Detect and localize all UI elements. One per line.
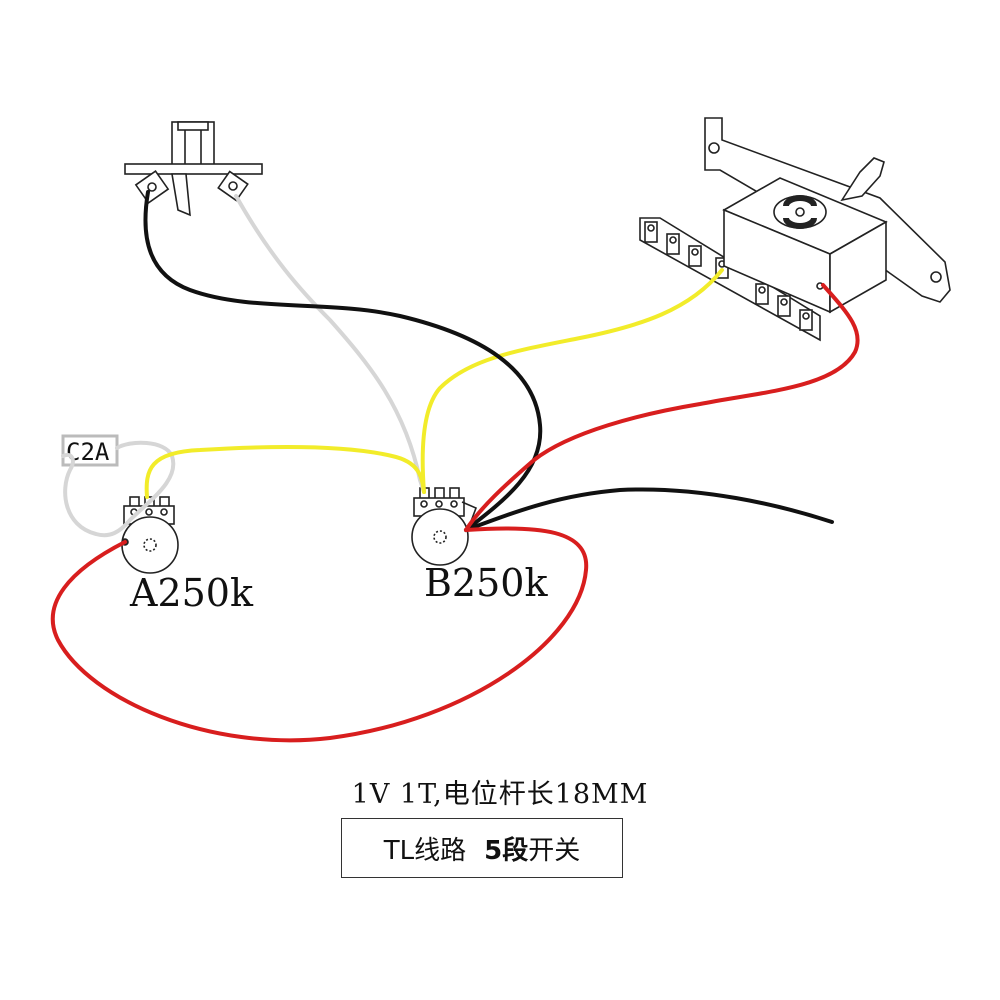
- title-box-part3: 开关: [528, 835, 581, 866]
- pot-a: [121, 496, 179, 574]
- title-box: TL线路 5段 开关: [341, 818, 623, 878]
- red-wire-loop: [50, 526, 589, 743]
- black-wire-jack: [143, 190, 543, 532]
- yellow-wire-pot-a-b: [144, 445, 426, 499]
- black-wire-ground: [464, 487, 834, 532]
- white-wire-jack: [234, 194, 426, 494]
- output-jack: [124, 121, 263, 217]
- title-box-part2: 5段: [484, 835, 529, 866]
- spec-caption: 1V 1T,电位杆长18MM: [351, 779, 649, 810]
- yellow-wire-switch: [420, 268, 724, 494]
- five-way-switch: [639, 117, 951, 342]
- red-wire-switch: [464, 283, 860, 532]
- pot-a-label: A250k: [129, 571, 254, 615]
- pot-b-label: B250k: [424, 561, 548, 605]
- white-wire-capacitor: [61, 440, 176, 538]
- capacitor: C2A: [61, 434, 119, 467]
- title-box-part1: TL线路: [383, 835, 467, 866]
